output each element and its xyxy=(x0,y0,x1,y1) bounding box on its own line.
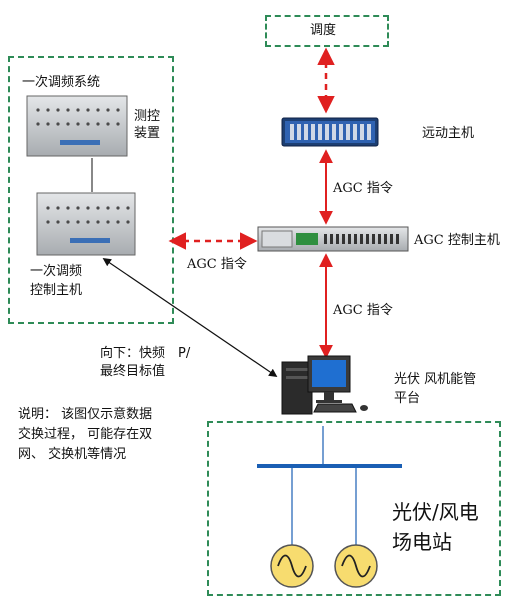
pfr-system-label: 一次调频系统 xyxy=(22,75,101,90)
pfr-system-boundary xyxy=(8,56,174,324)
agc-command-label-1: AGC 指令 xyxy=(333,181,393,196)
pfr-control-host-device xyxy=(36,192,136,256)
measure-control-label: 测控 装置 xyxy=(134,109,161,141)
dispatch-box xyxy=(265,15,389,47)
generator-2-icon xyxy=(334,544,378,588)
generator-1-icon xyxy=(270,544,314,588)
dispatch-label: 调度 xyxy=(310,23,337,38)
measure-control-device xyxy=(26,95,128,157)
agc-control-host-label: AGC 控制主机 xyxy=(414,233,500,248)
agc-command-label-3: AGC 指令 xyxy=(333,303,393,318)
station-label: 光伏/风电 场电站 xyxy=(392,500,479,554)
computer-icon xyxy=(281,355,368,415)
note-text: 说明： 该图仅示意数据 交换过程， 可能存在双 网、 交换机等情况 xyxy=(18,407,153,462)
remote-host-label: 远动主机 xyxy=(422,126,475,141)
station-boundary xyxy=(207,421,501,596)
remote-host-server xyxy=(281,117,379,147)
agc-command-label-2: AGC 指令 xyxy=(187,257,247,272)
pfr-host-label: 一次调频 控制主机 xyxy=(30,264,83,298)
arrow-pfr-platform xyxy=(102,258,278,377)
energy-platform-label: 光伏 风机能管 平台 xyxy=(394,372,477,406)
downward-label: 向下：快频 P/ 最终目标值 xyxy=(100,346,191,379)
agc-control-host-device xyxy=(257,226,409,252)
